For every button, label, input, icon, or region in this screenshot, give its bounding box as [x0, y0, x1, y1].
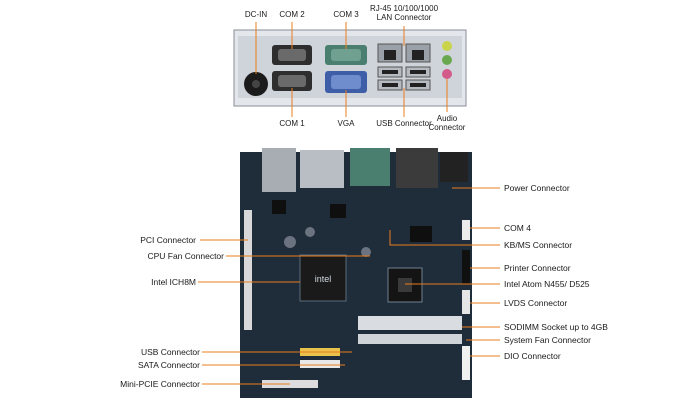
capacitor-3	[361, 247, 371, 257]
label-com2: COM 2	[279, 10, 305, 19]
ich8m-chip-text: intel	[315, 274, 332, 284]
lan-port-2	[405, 43, 431, 63]
label-rj45-line2: LAN Connector	[376, 13, 432, 22]
misc-chip-3	[410, 226, 432, 242]
callout-mini-pcie-connector: Mini-PCIE Connector	[120, 379, 200, 389]
label-vga: VGA	[337, 119, 355, 128]
label-audio-line1: Audio	[436, 114, 458, 123]
ich8m-chip	[299, 254, 347, 302]
com3-port	[325, 45, 367, 65]
audio-board	[440, 152, 468, 182]
label-dc-in: DC-IN	[244, 10, 268, 19]
pcb	[240, 152, 472, 398]
callout-system-fan-connector: System Fan Connector	[504, 335, 591, 345]
com1-port	[272, 71, 312, 91]
callout-com4: COM 4	[504, 223, 531, 233]
label-com3: COM 3	[333, 10, 359, 19]
callout-cpu-fan-connector: CPU Fan Connector	[147, 251, 224, 261]
callout-pci-connector: PCI Connector	[140, 235, 196, 245]
dio-header	[462, 346, 470, 380]
sodimm-socket-2	[358, 334, 462, 344]
lvds-header	[462, 290, 470, 314]
printer-header	[462, 250, 470, 284]
usb-ports	[377, 66, 431, 91]
misc-chip-2	[330, 204, 346, 218]
callout-kbms-connector: KB/MS Connector	[504, 240, 573, 250]
callout-intel-ich8m: Intel ICH8M	[151, 277, 196, 287]
callout-leaders	[198, 187, 500, 385]
dc-in-jack	[244, 72, 268, 96]
vga-port	[325, 71, 367, 93]
audio-jacks	[442, 41, 452, 79]
callout-printer-connector: Printer Connector	[504, 263, 571, 273]
callout-usb-connector: USB Connector	[140, 347, 200, 357]
pci-slot	[244, 210, 252, 330]
callout-power-connector: Power Connector	[504, 183, 570, 193]
label-audio-line2: Connector	[428, 123, 466, 132]
callout-dio-connector: DIO Connector	[504, 351, 561, 361]
capacitor-1	[284, 236, 296, 248]
rear-leaders	[255, 22, 448, 117]
atom-die	[398, 278, 412, 292]
dc-jack-board	[262, 148, 296, 192]
label-rj45-line1: RJ-45 10/100/1000	[369, 4, 439, 13]
lan-port-1	[377, 43, 403, 63]
vga-board	[396, 148, 438, 188]
com-stack-board	[300, 150, 344, 188]
callout-sodimm-socket: SODIMM Socket up to 4GB	[504, 322, 608, 332]
callout-intel-atom: Intel Atom N455/ D525	[504, 279, 590, 289]
sata-board	[300, 360, 340, 368]
misc-chip-1	[272, 200, 286, 214]
capacitor-2	[305, 227, 315, 237]
callout-sata-connector: SATA Connector	[137, 360, 200, 370]
label-com1: COM 1	[279, 119, 305, 128]
com2-port	[272, 45, 312, 65]
callout-lvds-connector: LVDS Connector	[504, 298, 568, 308]
sodimm-socket	[358, 316, 462, 330]
com3-board	[350, 148, 390, 186]
com4-header	[462, 220, 470, 240]
label-usb-rear: USB Connector	[376, 119, 432, 128]
